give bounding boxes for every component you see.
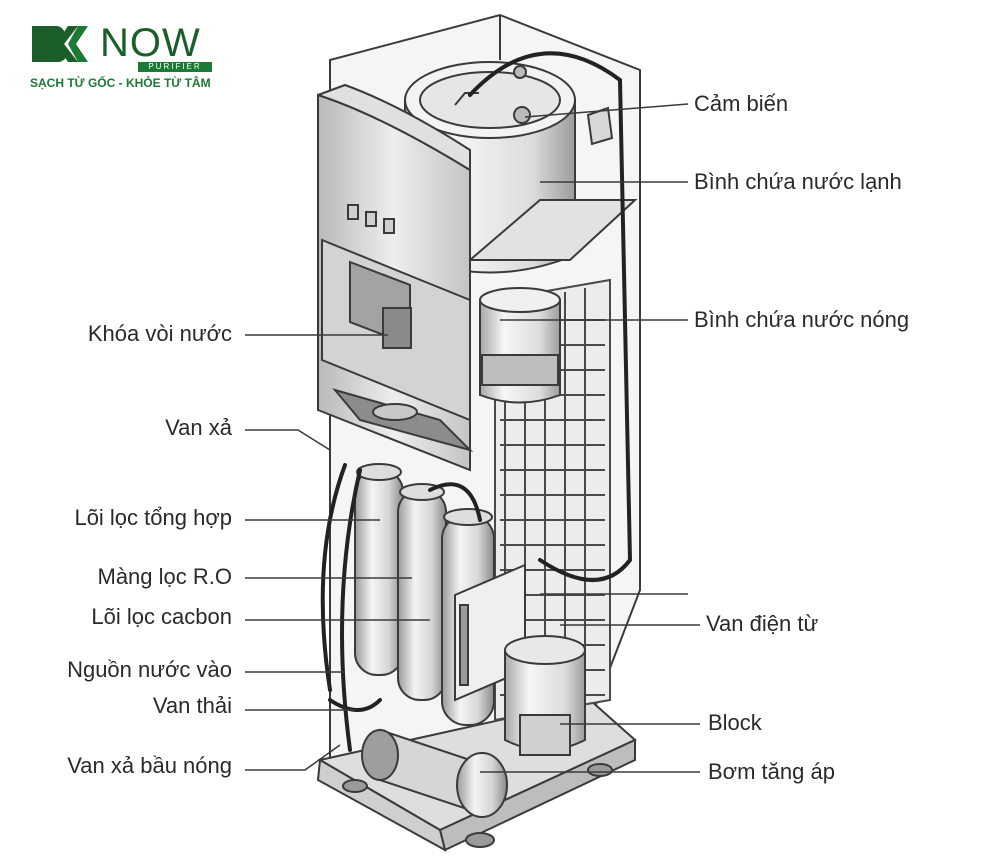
label-loi-loc-cacbon: Lõi lọc cacbon [91,604,232,629]
label-cam-bien: Cảm biến [694,91,789,116]
label-van-thai: Van thải [152,693,232,718]
brand-slogan: SẠCH TỪ GỐC - KHỎE TỪ TÂM [30,76,211,90]
booster-pump [361,728,508,818]
brand-name: NOW [100,21,201,65]
brand-logo: NOW PURIFIER SẠCH TỪ GỐC - KHỎE TỪ TÂM [30,22,220,92]
tank-shelf [467,199,638,261]
leader-van-xa [245,429,331,451]
bk-logo-mark-icon [32,26,88,62]
leader-cam-bien [524,103,689,118]
label-bom-tang-ap: Bơm tăng áp [708,759,835,784]
front-panel [317,83,474,472]
label-van-xa: Van xả [165,415,232,440]
label-loi-loc-tong-hop: Lõi lọc tổng hợp [74,505,232,530]
leader-van-xa-bau-nong [245,744,341,771]
label-block: Block [708,710,762,735]
label-van-dien-tu: Van điện từ [706,611,819,636]
sensor-box [586,106,614,146]
brand-subtitle: PURIFIER [138,62,212,72]
leader-lines [245,103,700,773]
label-binh-chua-nuoc-nong: Bình chứa nước nóng [694,307,910,332]
compressor-block [504,635,586,756]
label-khoa-voi-nuoc: Khóa vòi nước [87,321,232,346]
hot-water-tank [479,287,561,404]
label-binh-chua-nuoc-lanh: Bình chứa nước lạnh [694,169,902,194]
label-mang-loc-ro: Màng lọc R.O [97,564,233,589]
label-van-xa-bau-nong: Van xả bầu nóng [67,753,232,778]
water-tubes [320,51,633,752]
label-nguon-nuoc-vao: Nguồn nước vào [67,657,232,682]
